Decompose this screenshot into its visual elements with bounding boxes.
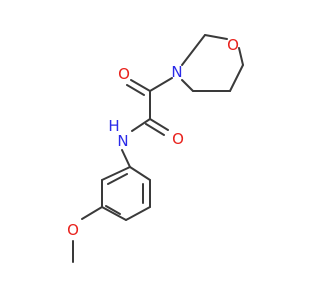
- bond: [149, 118, 169, 131]
- bond: [121, 149, 131, 168]
- bond: [105, 205, 121, 215]
- molecule-canvas: O N O O H N O: [67, 34, 244, 263]
- atom-label: N: [171, 63, 182, 81]
- bond: [125, 206, 151, 221]
- bond: [107, 173, 128, 185]
- atom-label: O: [67, 221, 79, 239]
- bond: [181, 79, 194, 92]
- bond: [81, 206, 103, 220]
- bond: [130, 79, 151, 92]
- bond: [101, 166, 131, 181]
- atom-label: N: [117, 132, 128, 150]
- bond: [149, 77, 173, 92]
- atom-label: O: [172, 130, 184, 148]
- atom-label: O: [118, 65, 130, 83]
- bond: [238, 47, 244, 66]
- bond: [145, 123, 165, 136]
- bond: [129, 166, 151, 181]
- atom-label: H: [108, 117, 119, 135]
- bond: [131, 118, 151, 132]
- bond: [181, 34, 206, 66]
- bond: [229, 64, 244, 92]
- bond: [101, 206, 127, 221]
- bond: [204, 34, 228, 40]
- atom-label: O: [227, 36, 239, 54]
- structure-diagram: O N O O H N O: [67, 34, 244, 263]
- bond: [126, 84, 145, 96]
